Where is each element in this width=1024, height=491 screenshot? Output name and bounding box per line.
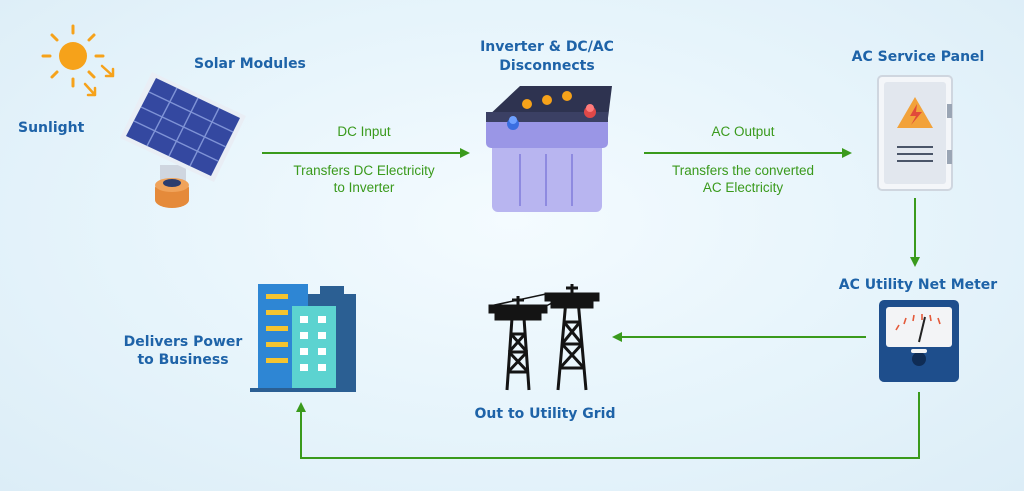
sun-icon <box>41 24 115 97</box>
solar-panel-icon <box>120 72 246 208</box>
meter-icon <box>879 300 959 382</box>
ac-desc-line1: Transfers the converted <box>671 163 815 178</box>
dc-input-label: DC Input <box>337 124 391 139</box>
utility-grid-label: Out to Utility Grid <box>474 406 616 422</box>
ac-output-label: AC Output <box>711 124 775 139</box>
ac-desc-line2: AC Electricity <box>702 180 784 195</box>
service-panel-label: AC Service Panel <box>851 49 985 65</box>
net-meter-label: AC Utility Net Meter <box>838 277 998 293</box>
business-label-line1: Delivers Power <box>123 334 243 350</box>
flow-arrows <box>262 148 920 459</box>
solar-modules-label: Solar Modules <box>194 56 306 72</box>
sunlight-label: Sunlight <box>18 120 85 136</box>
building-icon <box>250 284 356 392</box>
electrical-panel-icon <box>877 75 953 191</box>
business-label-line2: to Business <box>137 352 229 368</box>
arrow-meter-to-business <box>296 392 920 459</box>
battery-inverter-icon <box>486 86 612 212</box>
dc-desc-line2: to Inverter <box>333 180 395 195</box>
inverter-label-line2: Disconnects <box>499 58 595 74</box>
inverter-label-line1: Inverter & DC/AC <box>480 39 614 55</box>
transmission-tower-icon <box>488 284 600 391</box>
dc-desc-line1: Transfers DC Electricity <box>293 163 435 178</box>
